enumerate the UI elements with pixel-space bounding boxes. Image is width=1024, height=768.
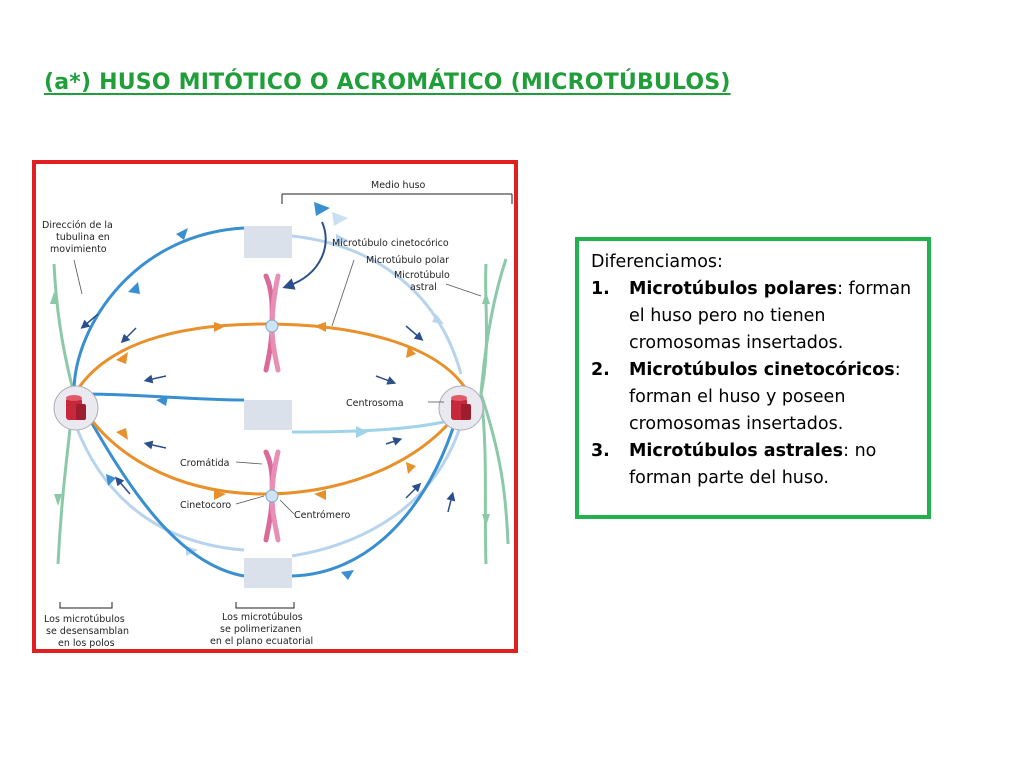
list-item: 2. Microtúbulos cinetocóricos: forman el … (591, 357, 917, 438)
label-cinetocoro: Cinetocoro (180, 500, 231, 511)
spindle-illustration: Medio huso (42, 180, 513, 649)
label-polimerizan-1: Los microtúbulos (222, 612, 303, 623)
list-item-text: forman el huso pero no tienen cromosomas… (629, 279, 912, 353)
list-item-text: no forman parte del huso. (629, 441, 877, 488)
label-centromero: Centrómero (294, 510, 351, 521)
list-item-number: 2. (591, 360, 610, 380)
bottom-brackets (59, 602, 295, 609)
label-desensamblan-1: Los microtúbulos (44, 614, 125, 625)
list-item-number: 1. (591, 279, 610, 299)
label-cromatida: Cromátida (180, 458, 229, 469)
medio-huso-bracket: Medio huso (281, 180, 513, 204)
centrosome-left (53, 385, 99, 431)
mitotic-spindle-diagram: Medio huso (32, 160, 518, 653)
tubulin-direction-arrows (80, 313, 456, 513)
leader-lines (73, 259, 482, 515)
label-mt-astral-2: astral (410, 282, 437, 293)
label-medio-huso: Medio huso (371, 180, 426, 191)
label-desensamblan-2: se desensamblan (46, 626, 129, 637)
label-direccion-2: tubulina en (56, 232, 110, 243)
label-mt-cinetocorico: Microtúbulo cinetocórico (332, 238, 449, 249)
list-item-sep: : (843, 441, 849, 461)
right-kinetochore-mt (291, 417, 457, 438)
list-item-number: 3. (591, 441, 610, 461)
equatorial-bands (244, 226, 292, 588)
list-item-term: Microtúbulos cinetocóricos (629, 360, 895, 380)
chromosome-top (263, 273, 281, 373)
label-centrosoma: Centrosoma (346, 398, 404, 409)
label-direccion-3: movimiento (50, 244, 107, 255)
page-title: (a*) HUSO MITÓTICO O ACROMÁTICO (MICROTÚ… (44, 70, 731, 95)
info-intro: Diferenciamos: (591, 252, 723, 272)
list-item-term: Microtúbulos astrales (629, 441, 844, 461)
label-mt-astral-1: Microtúbulo (394, 270, 450, 281)
list-item-sep: : (894, 360, 901, 380)
list-item-term: Microtúbulos polares (629, 279, 838, 299)
polar-microtubules (74, 322, 468, 500)
centrosome-right (438, 385, 484, 431)
label-polimerizan-2: se polimerizanen (220, 624, 301, 635)
label-direccion-1: Dirección de la (42, 220, 113, 231)
info-box: Diferenciamos: 1. Microtúbulos polares: f… (575, 237, 931, 519)
label-polimerizan-3: en el plano ecuatorial (210, 636, 313, 647)
tubulin-curved-arrow (282, 202, 348, 290)
list-item-sep: : (837, 279, 843, 299)
list-item: 3. Microtúbulos astrales: no forman parte… (591, 438, 917, 492)
list-item: 1. Microtúbulos polares: forman el huso p… (591, 276, 917, 357)
list-item-text: forman el huso y poseen cromosomas inser… (629, 387, 846, 434)
microtubule-types-list: 1. Microtúbulos polares: forman el huso p… (591, 276, 917, 492)
label-mt-polar: Microtúbulo polar (366, 255, 449, 266)
kinetochore-microtubules (72, 226, 458, 580)
label-desensamblan-3: en los polos (58, 638, 115, 649)
chromosome-bottom (263, 449, 281, 543)
